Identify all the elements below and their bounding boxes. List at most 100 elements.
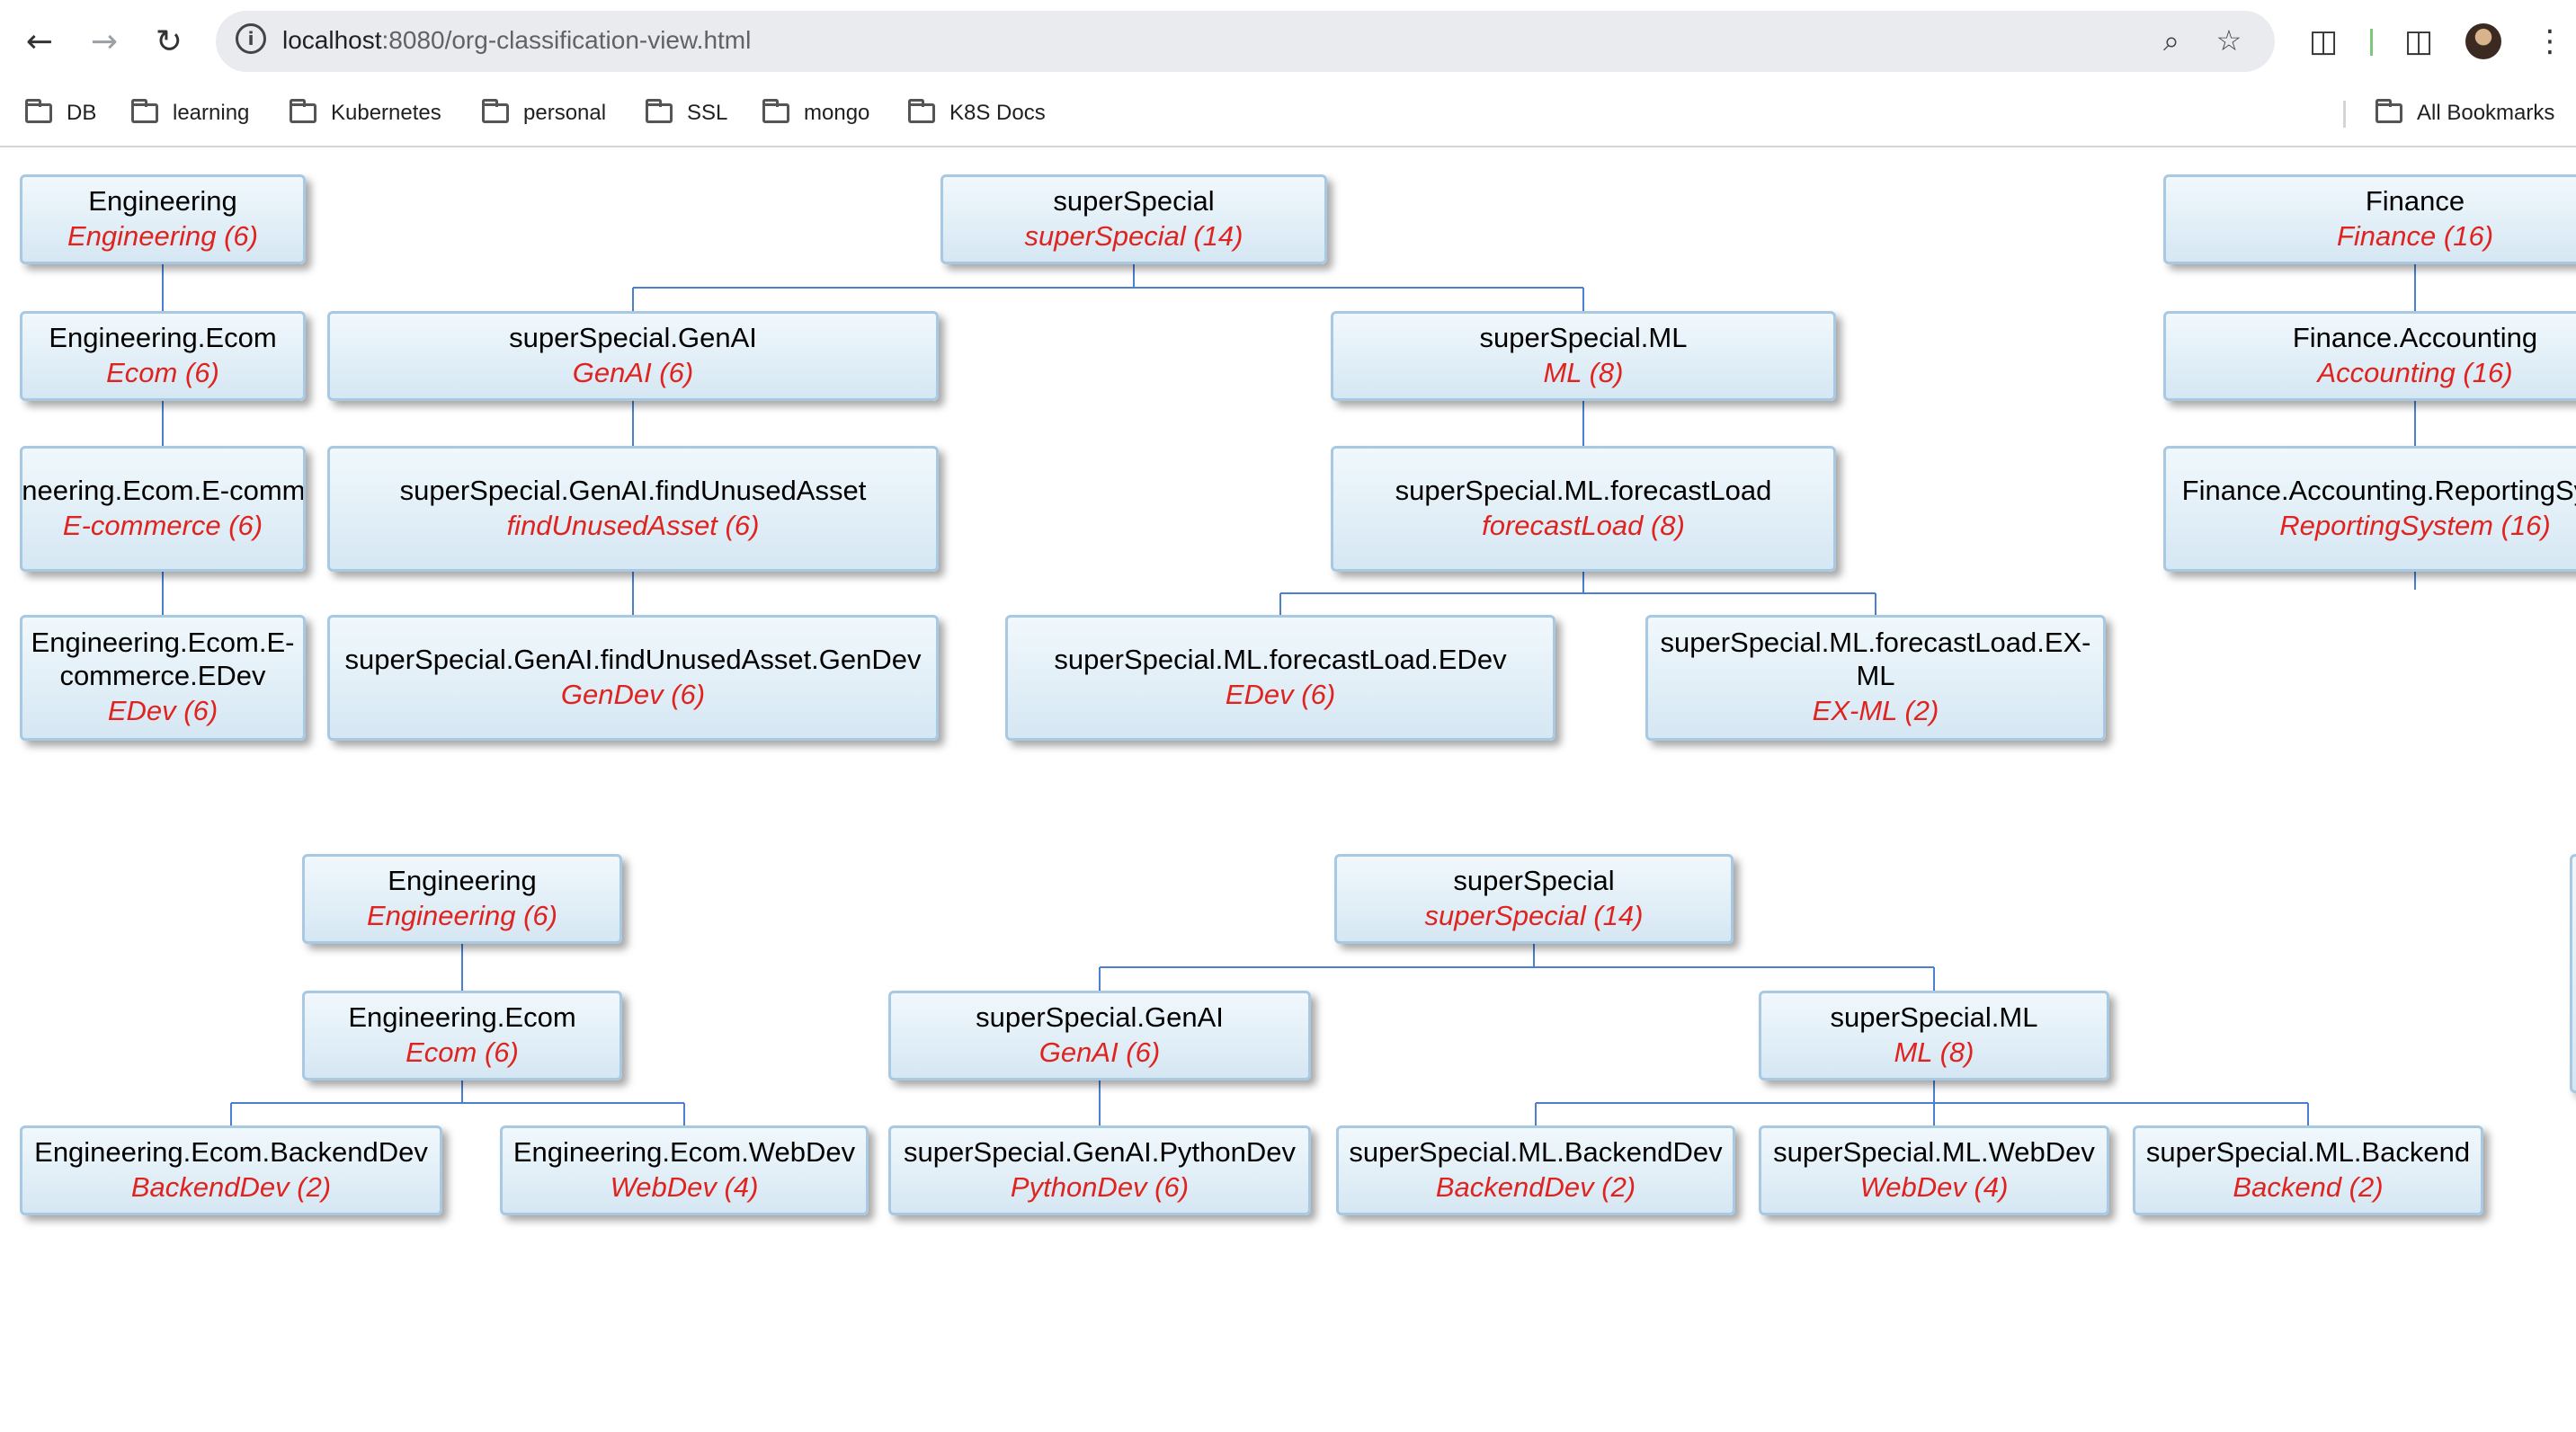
node-full-name: superSpecial.ML.BackendDev	[1349, 1135, 1723, 1168]
bookmark-learning[interactable]: learning	[131, 97, 249, 129]
node-full-name: superSpecial.ML.forecastLoad.EDev	[1054, 643, 1507, 675]
bookmark-personal[interactable]: personal	[482, 97, 606, 129]
folder-icon	[482, 99, 509, 123]
node-count-label: EDev (6)	[107, 695, 218, 726]
node-count-label: WebDev (4)	[610, 1170, 759, 1203]
node-count-label: Accounting (16)	[2317, 356, 2513, 388]
org-node-superspecial-genai-findunusedasset-gendev[interactable]: superSpecial.GenAI.findUnusedAsset.GenDe…	[327, 615, 939, 741]
node-full-name: superSpecial	[1053, 184, 1215, 217]
profile-avatar[interactable]	[2465, 23, 2501, 59]
bookmarks-divider	[2343, 101, 2346, 128]
zoom-icon[interactable]: ⌕	[2163, 22, 2179, 58]
node-count-label: ML (8)	[1543, 356, 1624, 388]
org-node-offscreen-edge[interactable]	[2570, 854, 2576, 1093]
node-full-name: superSpecial.ML.WebDev	[1773, 1135, 2095, 1168]
folder-icon	[762, 99, 789, 123]
org-node-engineering-ecom-e-commerce[interactable]: Engineering.Ecom.E-commerceE-commerce (6…	[20, 446, 306, 572]
node-full-name: superSpecial.ML.forecastLoad.EX-ML	[1660, 627, 2091, 691]
node-count-label: BackendDev (2)	[1435, 1170, 1636, 1203]
node-count-label: Engineering (6)	[367, 899, 557, 931]
node-full-name: superSpecial.GenAI	[509, 321, 757, 353]
folder-icon	[908, 99, 935, 123]
reload-icon[interactable]: ↻	[155, 22, 183, 60]
node-full-name: superSpecial.GenAI.PythonDev	[904, 1135, 1296, 1168]
node-count-label: superSpecial (14)	[1024, 219, 1243, 252]
node-full-name: Engineering.Ecom.E-commerce	[22, 474, 306, 506]
node-full-name: superSpecial.ML	[1479, 321, 1688, 353]
forward-icon[interactable]: →	[90, 22, 119, 60]
bookmark-ssl[interactable]: SSL	[646, 97, 727, 129]
node-count-label: forecastLoad (8)	[1482, 509, 1685, 541]
node-count-label: GenAI (6)	[572, 356, 694, 388]
node-full-name: superSpecial	[1453, 864, 1615, 896]
folder-icon	[25, 99, 52, 123]
folder-icon	[131, 99, 158, 123]
node-count-label: superSpecial (14)	[1424, 899, 1644, 931]
bookmark-star-icon[interactable]: ☆	[2215, 23, 2242, 58]
node-full-name: superSpecial.ML.forecastLoad	[1395, 474, 1772, 506]
org-node-finance-accounting-reportingsystem[interactable]: Finance.Accounting.ReportingSystemReport…	[2163, 446, 2576, 572]
node-full-name: Engineering.Ecom.WebDev	[513, 1135, 856, 1168]
node-count-label: Ecom (6)	[106, 356, 219, 388]
bookmark-k8s-docs[interactable]: K8S Docs	[908, 97, 1046, 129]
node-count-label: ReportingSystem (16)	[2279, 509, 2551, 541]
node-full-name: superSpecial.ML	[1830, 1001, 2038, 1033]
node-full-name: Engineering	[388, 864, 537, 896]
url-text[interactable]: localhost:8080/org-classification-view.h…	[282, 26, 752, 54]
bookmark-db[interactable]: DB	[25, 97, 96, 129]
site-info-icon[interactable]: i	[236, 23, 266, 54]
node-count-label: GenAI (6)	[1038, 1036, 1161, 1068]
node-count-label: EDev (6)	[1225, 678, 1336, 710]
side-panel-icon[interactable]: ◫	[2403, 23, 2434, 59]
node-full-name: superSpecial.GenAI.findUnusedAsset	[399, 474, 867, 506]
back-icon[interactable]: ←	[25, 22, 54, 60]
bookmarks-bar: DB learning Kubernetes personal SSL mong…	[0, 90, 2576, 137]
all-bookmarks[interactable]: All Bookmarks	[2375, 97, 2554, 129]
bookmark-mongo[interactable]: mongo	[762, 97, 869, 129]
node-count-label: Ecom (6)	[406, 1036, 519, 1068]
node-full-name: Engineering.Ecom.E-commerce.EDev	[31, 627, 295, 691]
folder-icon	[290, 99, 316, 123]
toolbar-divider	[2370, 29, 2373, 56]
node-full-name: superSpecial.ML.Backend	[2145, 1135, 2471, 1168]
node-full-name: Engineering.Ecom.BackendDev	[34, 1135, 428, 1168]
node-count-label: ML (8)	[1894, 1036, 1974, 1068]
browser-chrome: ← → ↻ i localhost:8080/org-classificatio…	[0, 0, 2576, 147]
node-full-name: Engineering	[88, 184, 237, 217]
bookmark-kubernetes[interactable]: Kubernetes	[290, 97, 441, 129]
node-full-name: superSpecial.GenAI.findUnusedAsset.GenDe…	[344, 643, 922, 675]
node-count-label: WebDev (4)	[1859, 1170, 2009, 1203]
node-count-label: Finance (16)	[2336, 219, 2494, 252]
node-full-name: Finance	[2365, 184, 2465, 217]
extensions-icon[interactable]: ◫	[2308, 23, 2339, 59]
node-count-label: E-commerce (6)	[62, 509, 263, 541]
node-full-name: Finance.Accounting	[2292, 321, 2538, 353]
folder-icon	[2375, 99, 2402, 123]
address-bar[interactable]: i localhost:8080/org-classification-view…	[216, 11, 2275, 72]
menu-icon[interactable]: ⋮	[2535, 23, 2565, 59]
